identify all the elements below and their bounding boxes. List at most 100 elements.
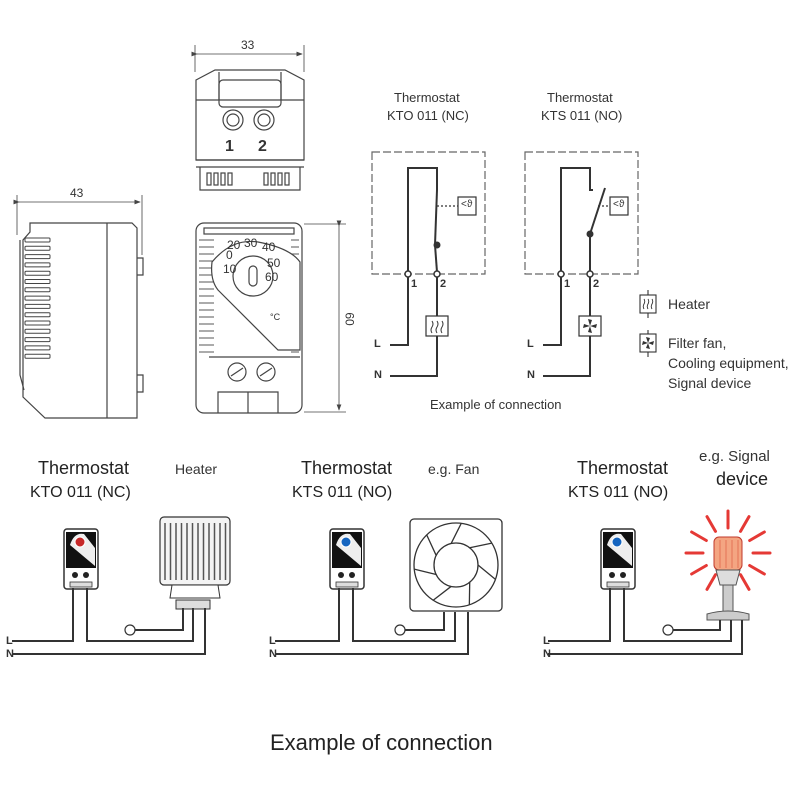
- schematic-left-line-L: L: [374, 338, 381, 350]
- fan-device: [409, 518, 503, 612]
- example-heater-wiring: [12, 516, 231, 655]
- ground-terminal-3: [662, 624, 674, 636]
- ground-terminal-1: [124, 624, 136, 636]
- signal-ray: [739, 573, 751, 591]
- side-vent-fin: [24, 254, 51, 260]
- height-dimension-label: 60: [342, 312, 357, 326]
- side-vent-fin: [24, 353, 51, 359]
- signal-beacon: [706, 536, 750, 621]
- heater-device: [159, 516, 231, 610]
- legend-fan-label-3: Signal device: [668, 375, 752, 391]
- example-1-line-N: N: [6, 648, 14, 660]
- depth-dimension-label: 43: [70, 186, 84, 200]
- example-signal-wiring: [548, 509, 772, 655]
- schematic-right-model: KTS 011 (NO): [541, 108, 623, 123]
- schematic-right-title: Thermostat: [547, 90, 613, 105]
- sensor-symbol-left: <ϑ: [461, 199, 473, 210]
- example-3-model: KTS 011 (NO): [568, 484, 669, 501]
- terminal-label-1: 1: [225, 138, 234, 155]
- vent-slots-right: [263, 172, 290, 186]
- dial-blue: [611, 536, 623, 548]
- signal-ray: [705, 573, 717, 591]
- schematic-left-terminal-1: 1: [411, 278, 418, 290]
- example-1-device-label: Heater: [175, 461, 218, 477]
- schematic-left-model: KTO 011 (NC): [387, 108, 469, 123]
- dial-scale-20: 20: [227, 238, 241, 252]
- fan-spoke: [469, 542, 492, 549]
- dial-knob: [232, 255, 274, 297]
- dial-scale-40: 40: [262, 240, 276, 254]
- terminal-label-2: 2: [258, 138, 267, 155]
- legend-icons: [639, 290, 657, 357]
- example-2-device-label: e.g. Fan: [428, 461, 480, 477]
- example-2-line-N: N: [269, 648, 277, 660]
- signal-ray: [705, 515, 717, 533]
- terminal-screw-2: [256, 362, 276, 382]
- fan-rotor-spokes: [414, 523, 496, 605]
- example-2-model: KTS 011 (NO): [292, 484, 393, 501]
- side-vent-fin: [24, 345, 51, 351]
- schematic-left-terminal-2: 2: [440, 278, 447, 290]
- schematic-left-title: Thermostat: [394, 90, 460, 105]
- signal-ray: [748, 530, 766, 542]
- fan-spoke: [414, 568, 437, 576]
- example-fan-wiring: [275, 518, 503, 655]
- side-view-drawing: [13, 195, 144, 419]
- legend-heater-label: Heater: [668, 296, 711, 312]
- schematic-caption: Example of connection: [430, 397, 562, 412]
- fan-spoke: [426, 534, 437, 556]
- example-1-model: KTO 011 (NC): [30, 484, 131, 501]
- sensor-symbol-right: <ϑ: [613, 199, 625, 210]
- dial-scale-0: 0: [226, 248, 233, 262]
- example-3-line-N: N: [543, 648, 551, 660]
- footer-caption: Example of connection: [270, 730, 493, 755]
- example-3-device-label-1: e.g. Signal: [699, 448, 770, 465]
- fan-spoke: [432, 585, 452, 601]
- thermostat-device-2: [329, 528, 365, 590]
- example-2-line-L: L: [269, 635, 276, 647]
- dial-unit: °C: [270, 312, 281, 322]
- example-3-device-label-2: device: [716, 469, 769, 489]
- thermostat-device-1: [63, 528, 99, 590]
- side-vent-fin: [24, 237, 51, 243]
- side-vent-fin: [24, 270, 51, 276]
- signal-ray: [690, 564, 708, 576]
- schematic-right-terminal-2: 2: [593, 278, 600, 290]
- example-2-title: Thermostat: [301, 458, 393, 478]
- top-view-drawing: [191, 45, 305, 191]
- side-vent-fin: [24, 245, 51, 251]
- side-vent-fins: [24, 237, 51, 359]
- schematic-left-line-N: N: [374, 369, 382, 381]
- schematic-kto-nc: [371, 151, 486, 377]
- terminal-screw-1: [227, 362, 247, 382]
- ground-terminal-2: [394, 624, 406, 636]
- vent-slots-left: [206, 172, 233, 186]
- fan-spoke: [477, 564, 496, 580]
- legend-fan-label-2: Cooling equipment,: [668, 355, 789, 371]
- schematic-kts-no: [524, 151, 639, 377]
- example-1-title: Thermostat: [38, 458, 130, 478]
- example-3-title: Thermostat: [577, 458, 669, 478]
- heater-fins: [164, 523, 227, 580]
- dial-scale-30: 30: [244, 236, 258, 250]
- fan-blades: [583, 319, 597, 333]
- signal-ray: [739, 515, 751, 533]
- dial-scale-50: 50: [267, 256, 281, 270]
- fan-spoke: [450, 523, 462, 544]
- signal-ray: [690, 530, 708, 542]
- front-view-drawing: [195, 220, 346, 414]
- side-vent-fin: [24, 328, 51, 334]
- width-dimension-label: 33: [241, 38, 255, 52]
- schematic-right-terminal-1: 1: [564, 278, 571, 290]
- side-vent-fin: [24, 295, 51, 301]
- side-vent-fin: [24, 262, 51, 268]
- dial-blue: [340, 536, 352, 548]
- dial-red: [74, 536, 86, 548]
- schematic-right-line-N: N: [527, 369, 535, 381]
- side-vent-fin: [24, 303, 51, 309]
- example-1-line-L: L: [6, 635, 13, 647]
- side-vent-fin: [24, 320, 51, 326]
- side-vent-fin: [24, 279, 51, 284]
- schematic-right-line-L: L: [527, 338, 534, 350]
